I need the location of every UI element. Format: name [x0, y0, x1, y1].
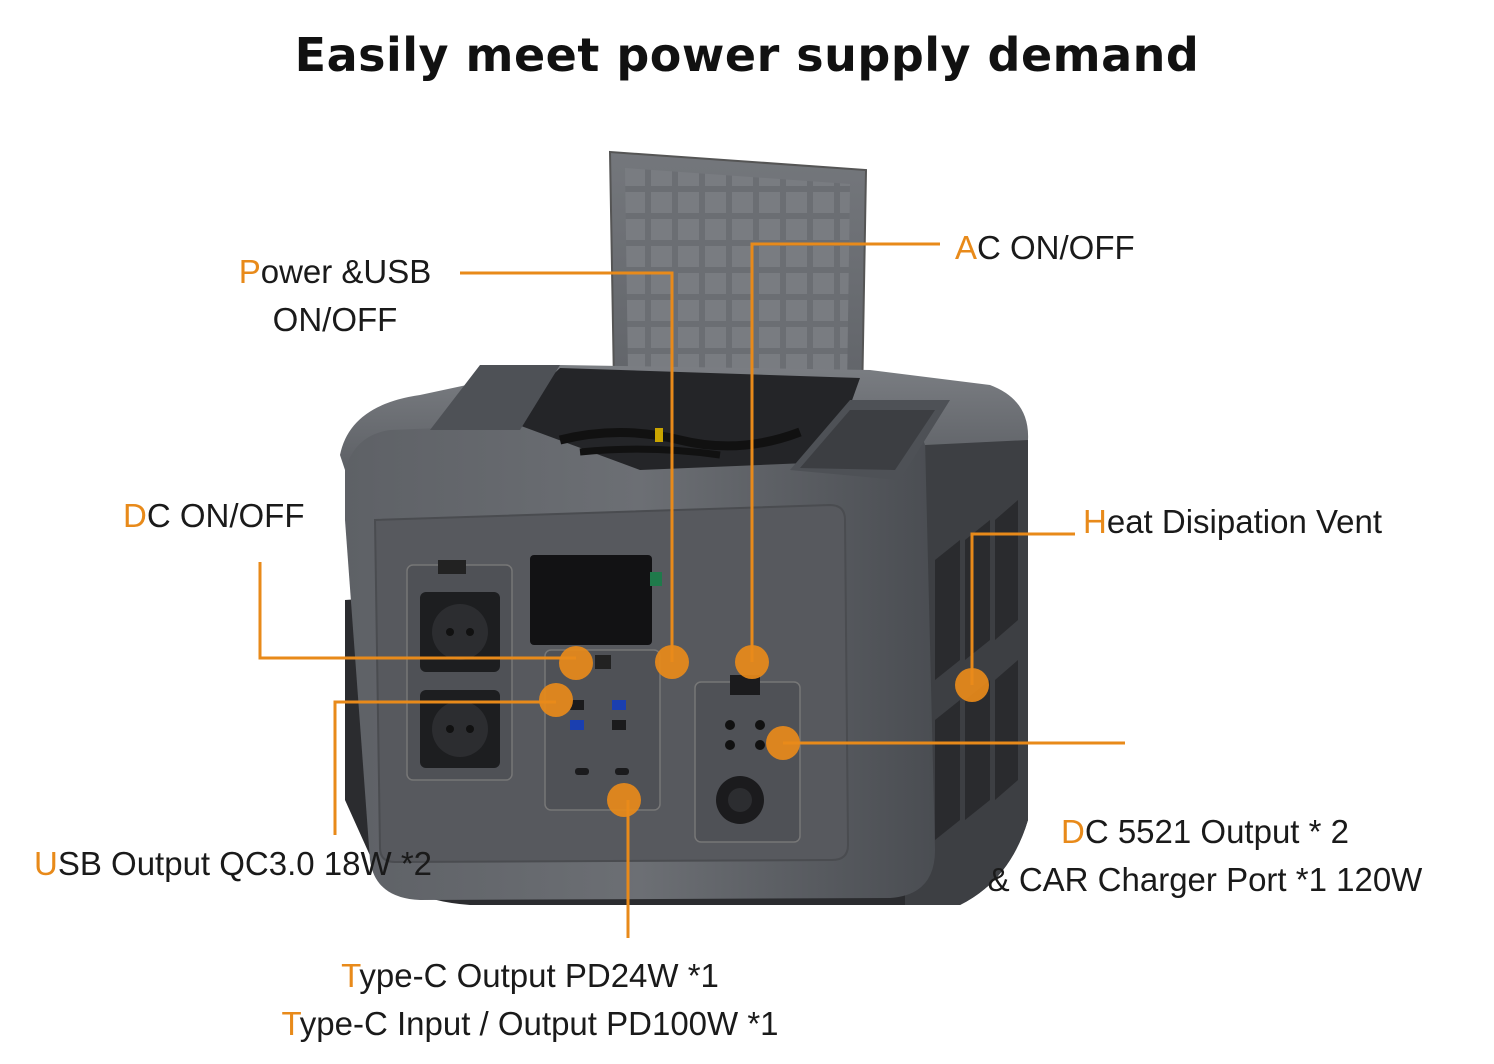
- label-text: ype-C Input / Output PD100W *1: [299, 1005, 779, 1042]
- label-heat-vent: Heat Disipation Vent: [1083, 498, 1382, 546]
- label-initial: D: [123, 497, 147, 534]
- label-initial: H: [1083, 503, 1107, 540]
- label-initial: A: [955, 229, 978, 266]
- dc-panel: [694, 675, 801, 843]
- label-ac: AC ON/OFF: [955, 224, 1135, 272]
- label-power-usb: Power &USB ON/OFF: [215, 248, 455, 344]
- label-dc: DC ON/OFF: [123, 492, 305, 540]
- page-title: Easily meet power supply demand: [294, 28, 1200, 82]
- label-text: ype-C Output PD24W *1: [359, 957, 719, 994]
- label-text: SB Output QC3.0 18W *2: [57, 845, 433, 882]
- label-text: ower &USB: [260, 253, 432, 290]
- ac-outlet-panel: [406, 560, 513, 781]
- label-initial: T: [341, 957, 360, 994]
- usb-panel: [544, 649, 661, 811]
- label-text: eat Disipation Vent: [1106, 503, 1383, 540]
- label-dc5521: DC 5521 Output * 2 & CAR Charger Port *1…: [955, 808, 1455, 904]
- lcd-display: [530, 555, 652, 645]
- label-initial: P: [238, 253, 261, 290]
- label-text: C ON/OFF: [977, 229, 1135, 266]
- label-initial: U: [34, 845, 58, 882]
- open-lid: [608, 150, 868, 404]
- label-typec: Type-C Output PD24W *1 Type-C Input / Ou…: [230, 952, 830, 1048]
- label-text-line2: & CAR Charger Port *1 120W: [987, 861, 1423, 898]
- label-initial: T: [281, 1005, 300, 1042]
- label-text: C 5521 Output * 2: [1084, 813, 1350, 850]
- label-text: C ON/OFF: [146, 497, 305, 534]
- label-initial: D: [1060, 813, 1085, 850]
- label-text-line2: ON/OFF: [272, 301, 398, 338]
- label-usb-output: USB Output QC3.0 18W *2: [34, 840, 432, 888]
